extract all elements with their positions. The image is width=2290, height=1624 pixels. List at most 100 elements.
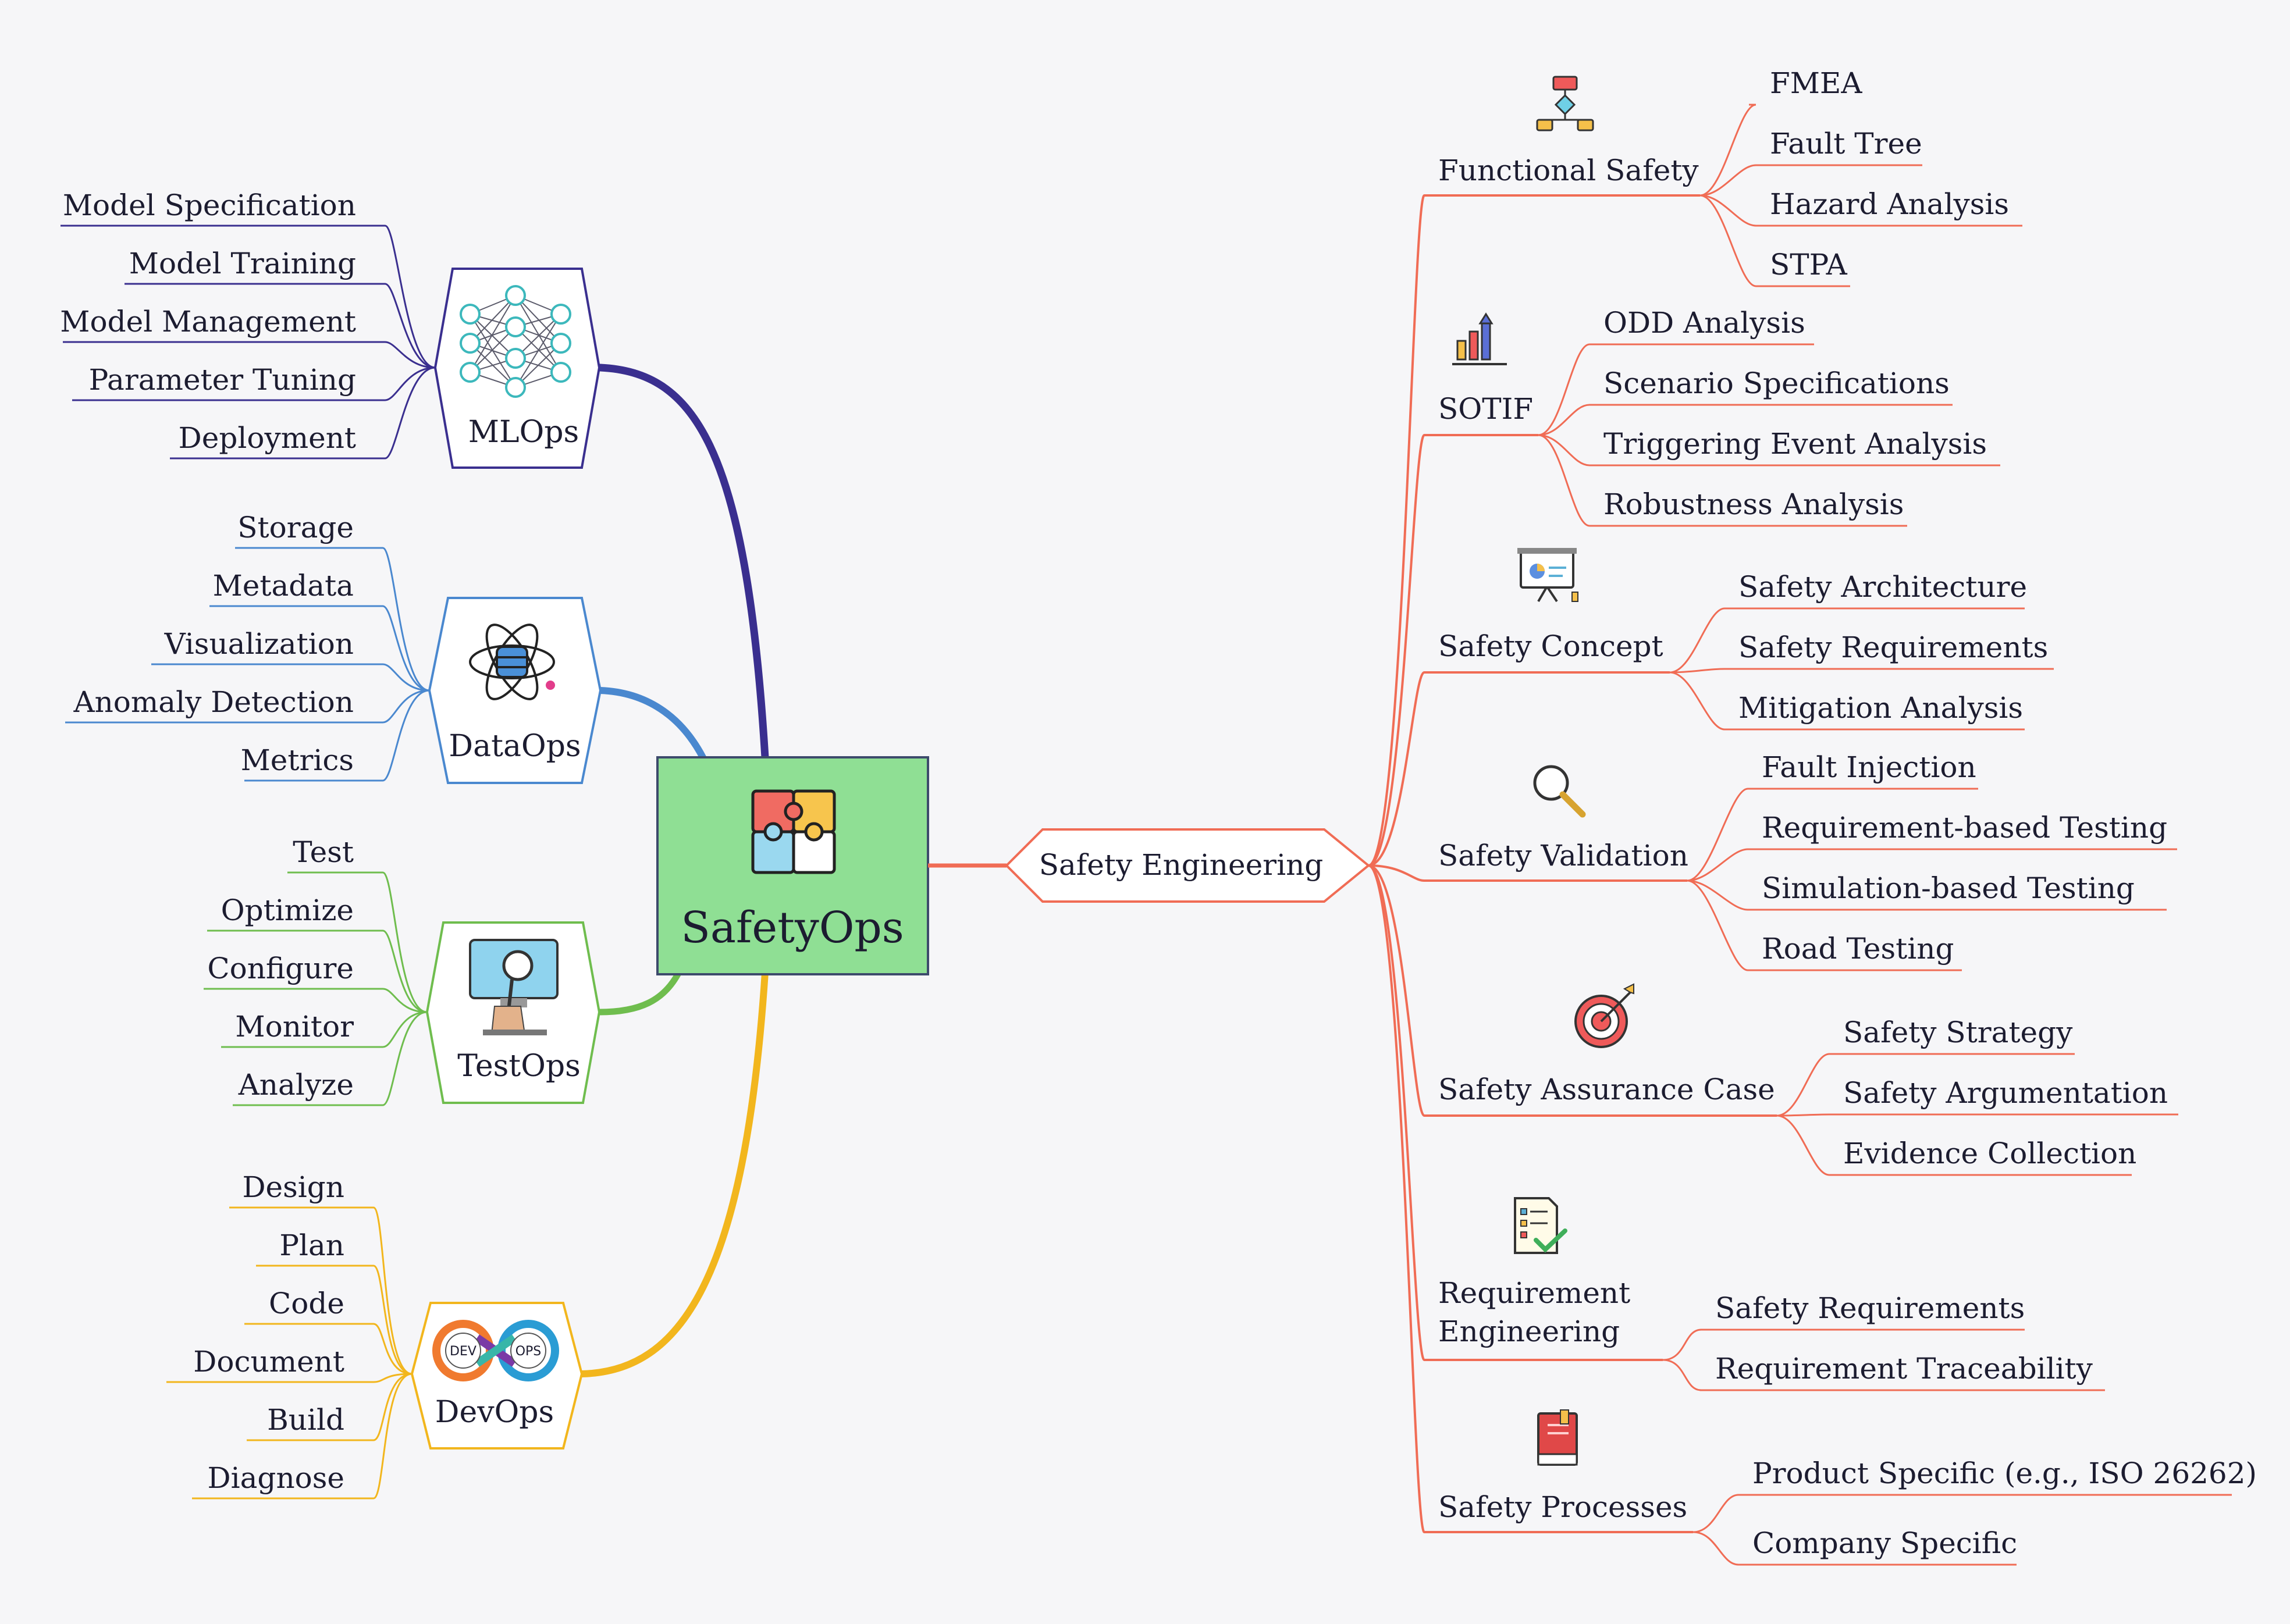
central-topic-label: SafetyOps (681, 903, 904, 953)
leaf-testops-monitor[interactable]: Monitor (221, 1010, 428, 1048)
topic-safety-concept[interactable]: Safety Concept Safety ArchitectureSafety … (1368, 570, 2054, 867)
leaf-dataops-storage[interactable]: Storage (235, 511, 430, 692)
leaf-label: Simulation-based Testing (1762, 871, 2135, 905)
leaf-sotif-odd-analysis[interactable]: ODD Analysis (1538, 306, 1814, 436)
neural-network-icon (460, 285, 571, 398)
leaf-mlops-model-management[interactable]: Model Management (60, 305, 436, 369)
leaf-safety-processes-product-specific-e-g-iso-26262[interactable]: Product Specific (e.g., ISO 26262) (1692, 1456, 2257, 1533)
leaf-devops-build[interactable]: Build (247, 1373, 413, 1441)
topic-label: Safety Processes (1438, 1490, 1687, 1524)
leaf-dataops-metrics[interactable]: Metrics (241, 689, 430, 782)
leaf-label: Hazard Analysis (1770, 187, 2009, 221)
leaf-functional-safety-fmea[interactable]: FMEA (1699, 66, 1862, 197)
leaf-devops-code[interactable]: Code (244, 1287, 413, 1375)
devops-logo-dev-text: DEV (450, 1344, 477, 1359)
hub-safety-engineering[interactable]: Safety Engineering (1005, 828, 1371, 903)
leaf-label: Safety Argumentation (1843, 1076, 2168, 1110)
hub-devops[interactable]: DEV OPS DevOps (410, 1302, 584, 1450)
leaf-label: Analyze (238, 1068, 354, 1102)
leaf-requirement-engineering-requirement-traceability[interactable]: Requirement Traceability (1662, 1352, 2105, 1391)
leaf-safety-concept-mitigation-analysis[interactable]: Mitigation Analysis (1669, 671, 2025, 731)
leaf-devops-design[interactable]: Design (229, 1170, 413, 1375)
leaf-label: Robustness Analysis (1603, 487, 1904, 521)
leaf-devops-document[interactable]: Document (166, 1345, 413, 1383)
hub-dataops[interactable]: DataOps (428, 597, 602, 784)
leaf-mlops-deployment[interactable]: Deployment (170, 366, 436, 460)
leaf-safety-validation-requirement-based-testing[interactable]: Requirement-based Testing (1687, 811, 2177, 882)
leaf-functional-safety-hazard-analysis[interactable]: Hazard Analysis (1699, 187, 2022, 227)
leaf-safety-concept-safety-architecture[interactable]: Safety Architecture (1669, 570, 2027, 674)
leaf-label: Configure (207, 952, 354, 985)
leaf-label: Anomaly Detection (73, 685, 354, 719)
leaf-sotif-robustness-analysis[interactable]: Robustness Analysis (1538, 434, 1907, 527)
leaf-devops-plan[interactable]: Plan (256, 1228, 413, 1375)
leaf-label: Code (269, 1287, 344, 1320)
leaf-label: Optimize (221, 893, 354, 927)
leaf-testops-analyze[interactable]: Analyze (233, 1011, 428, 1106)
leaf-safety-validation-simulation-based-testing[interactable]: Simulation-based Testing (1687, 871, 2167, 911)
leaf-label: Company Specific (1752, 1526, 2017, 1560)
leaf-testops-configure[interactable]: Configure (204, 952, 428, 1013)
leaf-mlops-model-training[interactable]: Model Training (125, 247, 436, 369)
leaf-label: STPA (1770, 248, 1848, 282)
leaf-label: Safety Requirements (1738, 631, 2048, 664)
monitor-magnifier-icon (469, 939, 559, 1035)
leaf-label: Requirement Traceability (1715, 1352, 2093, 1386)
leaf-devops-diagnose[interactable]: Diagnose (192, 1373, 413, 1500)
topic-label: Safety Concept (1438, 629, 1663, 663)
leaf-requirement-engineering-safety-requirements[interactable]: Safety Requirements (1662, 1291, 2025, 1361)
leaf-functional-safety-stpa[interactable]: STPA (1699, 194, 1850, 287)
leaf-safety-validation-road-testing[interactable]: Road Testing (1687, 879, 1962, 971)
checklist-icon (1514, 1197, 1567, 1254)
leaf-testops-test[interactable]: Test (287, 835, 428, 1013)
leaf-dataops-visualization[interactable]: Visualization (151, 627, 430, 692)
connector-devops (578, 969, 769, 1377)
leaf-label: Metrics (241, 743, 354, 777)
book-icon (1537, 1409, 1578, 1466)
leaf-label: Fault Tree (1770, 127, 1922, 161)
leaf-dataops-anomaly-detection[interactable]: Anomaly Detection (65, 685, 430, 724)
leaf-label: Fault Injection (1762, 750, 1976, 784)
leaf-label: Safety Architecture (1738, 570, 2027, 604)
leaf-label: Triggering Event Analysis (1603, 427, 1987, 461)
left-connectors (578, 364, 769, 1377)
leaf-testops-optimize[interactable]: Optimize (207, 893, 428, 1013)
leaf-safety-concept-safety-requirements[interactable]: Safety Requirements (1669, 631, 2054, 674)
leaf-safety-assurance-case-evidence-collection[interactable]: Evidence Collection (1776, 1114, 2136, 1176)
hub-safety-engineering-label: Safety Engineering (1039, 848, 1324, 882)
central-topic[interactable]: SafetyOps (656, 756, 929, 975)
leaf-label: Model Management (60, 305, 356, 339)
leaf-safety-assurance-case-safety-argumentation[interactable]: Safety Argumentation (1776, 1076, 2178, 1117)
leaf-label: ODD Analysis (1603, 306, 1805, 340)
leaf-label: Road Testing (1762, 932, 1954, 966)
hub-dataops-label: DataOps (449, 729, 581, 764)
leaf-label: Storage (237, 511, 354, 544)
leaf-safety-assurance-case-safety-strategy[interactable]: Safety Strategy (1776, 1016, 2075, 1117)
leaf-dataops-metadata[interactable]: Metadata (209, 569, 430, 692)
leaf-mlops-parameter-tuning[interactable]: Parameter Tuning (72, 363, 436, 401)
leaf-sotif-triggering-event-analysis[interactable]: Triggering Event Analysis (1538, 427, 2000, 466)
hub-mlops[interactable]: MLOps (433, 268, 601, 469)
hub-testops[interactable]: TestOps (425, 921, 601, 1104)
leaf-label: Scenario Specifications (1603, 366, 1950, 400)
topic-label: Functional Safety (1438, 154, 1699, 187)
leaf-label: Diagnose (208, 1461, 344, 1495)
leaf-safety-validation-fault-injection[interactable]: Fault Injection (1687, 750, 1978, 882)
leaf-label: Safety Strategy (1843, 1016, 2073, 1049)
leaf-functional-safety-fault-tree[interactable]: Fault Tree (1699, 127, 1922, 197)
leaf-mlops-model-specification[interactable]: Model Specification (61, 188, 436, 369)
leaf-label: Model Specification (63, 188, 356, 222)
leaf-safety-processes-company-specific[interactable]: Company Specific (1692, 1526, 2017, 1566)
leaf-label: Requirement-based Testing (1762, 811, 2167, 845)
leaf-sotif-scenario-specifications[interactable]: Scenario Specifications (1538, 366, 1953, 436)
devops-logo-ops-text: OPS (515, 1344, 542, 1359)
presentation-board-icon (1517, 548, 1578, 603)
